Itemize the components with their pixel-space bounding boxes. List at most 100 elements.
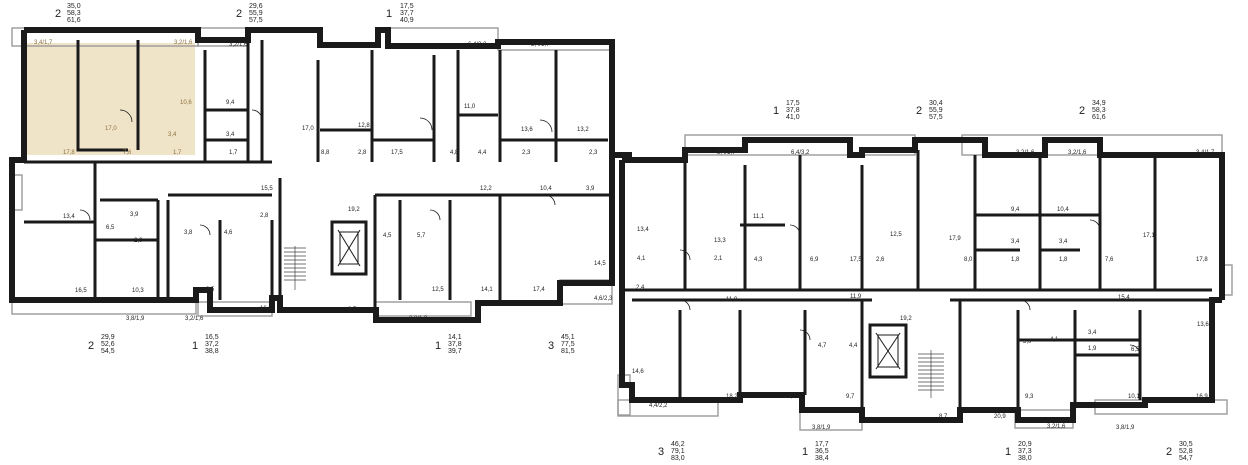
- room-labels: 3,4/1,7 3,2/1,6 10,6 17,0 3,4 17,8 7,6 1…: [34, 40, 1215, 431]
- room-label: 2,4: [636, 285, 645, 291]
- apartment-labels: 2 35,0 58,3 61,6 2 29,6 55,9 57,5 1 17,5…: [55, 3, 1193, 462]
- room-label: 9,5: [206, 287, 215, 293]
- room-label: 3,4/1,7: [34, 40, 53, 46]
- room-label: 3,8/1,9: [1116, 425, 1135, 431]
- svg-text:77,5: 77,5: [561, 341, 575, 348]
- selected-apartment-fill[interactable]: [24, 43, 195, 155]
- room-label: 10,3: [132, 288, 144, 294]
- svg-text:37,8: 37,8: [448, 341, 462, 348]
- room-label: 3,8/1,9: [812, 425, 831, 431]
- svg-text:58,3: 58,3: [67, 10, 81, 17]
- room-label: 16,5: [75, 288, 87, 294]
- room-label: 3,4/1,7: [717, 150, 736, 156]
- room-label: 17,8: [1196, 257, 1208, 263]
- room-label: 9,4: [226, 100, 235, 106]
- svg-text:14,1: 14,1: [448, 334, 462, 341]
- apartment-room-count: 2: [916, 105, 922, 117]
- room-label: 3,0: [1023, 339, 1032, 345]
- room-label: 3,2/1,6: [1047, 424, 1066, 430]
- svg-text:37,8: 37,8: [786, 107, 800, 114]
- svg-text:37,2: 37,2: [205, 341, 219, 348]
- svg-text:30,4: 30,4: [929, 100, 943, 107]
- apartment-label[interactable]: 3 46,2 79,1 83,0: [658, 441, 685, 462]
- apartment-label[interactable]: 2 30,5 52,8 54,7: [1166, 441, 1193, 462]
- svg-text:17,5: 17,5: [786, 100, 800, 107]
- room-label: 4,8: [450, 150, 459, 156]
- room-label: 3,4: [1088, 330, 1097, 336]
- room-label: 11,0: [726, 297, 738, 303]
- apartment-room-count: 2: [236, 8, 242, 20]
- apartment-label[interactable]: 2 34,9 58,3 61,6: [1079, 100, 1106, 121]
- room-label: 19,2: [900, 316, 912, 322]
- apartment-label[interactable]: 2 29,6 55,9 57,5: [236, 3, 263, 24]
- room-label: 3,2/1,6: [185, 316, 204, 322]
- room-label: 13,4: [63, 214, 75, 220]
- apartment-room-count: 1: [386, 8, 392, 20]
- room-label: 15,4: [1118, 295, 1130, 301]
- svg-text:45,1: 45,1: [561, 334, 575, 341]
- room-label: 8,8: [321, 150, 330, 156]
- svg-text:34,9: 34,9: [1092, 100, 1106, 107]
- apartment-room-count: 2: [88, 340, 94, 352]
- apartment-label[interactable]: 1 17,5 37,8 41,0: [773, 100, 800, 121]
- apartment-label[interactable]: 1 17,7 36,5 38,4: [802, 441, 829, 462]
- room-label: 4,6: [224, 230, 233, 236]
- apartment-label[interactable]: 3 45,1 77,5 81,5: [548, 334, 575, 355]
- room-label: 6,9: [810, 257, 819, 263]
- room-label: 3,8/1,9: [409, 316, 428, 322]
- room-label: 3,4: [168, 132, 177, 138]
- apartment-label[interactable]: 2 35,0 58,3 61,6: [55, 3, 81, 24]
- apartment-label[interactable]: 1 14,1 37,8 39,7: [435, 334, 462, 355]
- room-label: 10,6: [180, 100, 192, 106]
- room-label: 6,4/3,2: [791, 150, 810, 156]
- room-label: 6,4/3,2: [468, 42, 487, 48]
- svg-text:52,6: 52,6: [101, 341, 115, 348]
- elevator-left: [330, 220, 368, 276]
- room-label: 17,9: [949, 236, 961, 242]
- room-label: 4,5: [383, 233, 392, 239]
- svg-text:81,5: 81,5: [561, 348, 575, 355]
- room-label: 12,2: [480, 186, 492, 192]
- room-label: 4,4/2,2: [649, 403, 668, 409]
- room-label: 15,5: [261, 186, 273, 192]
- room-label: 4,6/2,3: [594, 296, 613, 302]
- room-label: 17,5: [850, 257, 862, 263]
- room-label: 12,5: [890, 232, 902, 238]
- room-label: 3,4/1,7: [531, 42, 550, 48]
- room-label: 2,0: [134, 238, 143, 244]
- room-label: 3,4: [226, 132, 235, 138]
- room-label: 9,4: [1011, 207, 1020, 213]
- svg-text:38,8: 38,8: [205, 348, 219, 355]
- svg-text:83,0: 83,0: [671, 455, 685, 462]
- apartment-label[interactable]: 1 17,5 37,7 40,9: [386, 3, 414, 24]
- apartment-label[interactable]: 2 30,4 55,9 57,5: [916, 100, 943, 121]
- room-label: 14,1: [481, 287, 493, 293]
- room-label: 13,4: [637, 227, 649, 233]
- svg-text:52,8: 52,8: [1179, 448, 1193, 455]
- svg-text:35,0: 35,0: [67, 3, 81, 10]
- apartment-label[interactable]: 2 29,9 52,6 54,5: [88, 334, 115, 355]
- room-label: 19,2: [348, 207, 360, 213]
- room-label: 3,9: [130, 212, 139, 218]
- room-label: 3,2/1,6: [229, 42, 248, 48]
- room-label: 17,4: [533, 287, 545, 293]
- room-label: 5,7: [417, 233, 426, 239]
- room-label: 3,4/1,7: [1196, 150, 1215, 156]
- apartment-label[interactable]: 1 16,5 37,2 38,8: [192, 334, 219, 355]
- room-label: 16,5: [260, 306, 272, 312]
- room-label: 12,5: [432, 287, 444, 293]
- room-label: 3,9: [586, 186, 595, 192]
- room-label: 20,9: [994, 414, 1006, 420]
- svg-text:57,5: 57,5: [929, 114, 943, 121]
- room-label: 3,4: [1059, 239, 1068, 245]
- svg-text:40,9: 40,9: [400, 17, 414, 24]
- room-label: 11,1: [753, 214, 765, 220]
- room-label: 3,4: [1011, 239, 1020, 245]
- svg-text:58,3: 58,3: [1092, 107, 1106, 114]
- room-label: 13,6: [1197, 322, 1209, 328]
- apartment-label[interactable]: 1 20,9 37,3 38,0: [1005, 441, 1032, 462]
- svg-text:29,6: 29,6: [249, 3, 263, 10]
- room-label: 4,7: [818, 343, 827, 349]
- svg-text:36,5: 36,5: [815, 448, 829, 455]
- room-label: 13,2: [577, 127, 589, 133]
